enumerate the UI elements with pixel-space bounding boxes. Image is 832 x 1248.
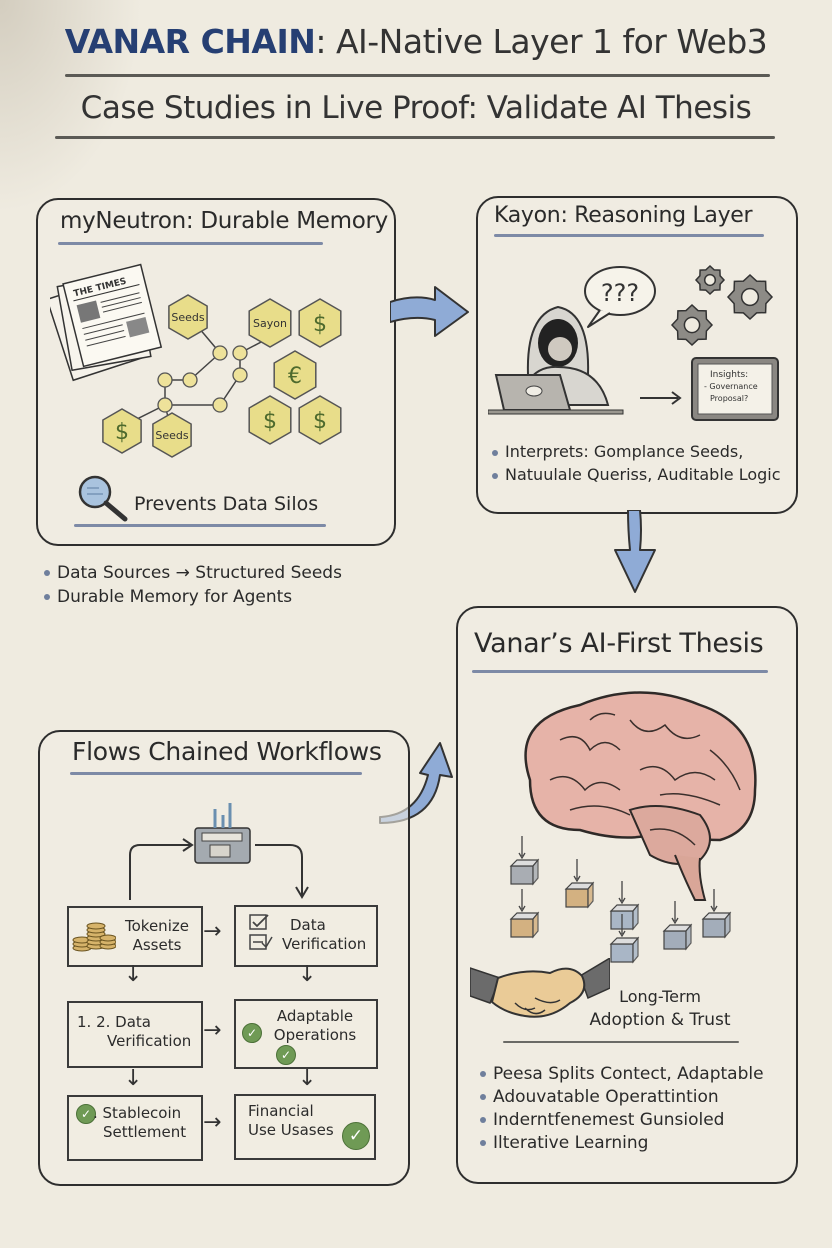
thesis-title: Vanar’s AI-First Thesis <box>474 628 764 659</box>
seed-hexagon-label: $ <box>115 420 129 445</box>
bullet-item: Ilterative Learning <box>480 1132 764 1155</box>
thesis-title-underline <box>472 670 768 673</box>
data-cube <box>609 914 640 964</box>
bullet-item: Inderntfenemest Gunsioled <box>480 1109 764 1132</box>
check-icon: ✓ <box>342 1122 370 1150</box>
myneutron-title-underline <box>58 242 323 245</box>
handshake-icon <box>470 958 610 1018</box>
title-rest: : AI-Native Layer 1 for Web3 <box>315 22 768 61</box>
seed-hexagons: Seeds Sayon $ € $ $ $ Seeds <box>102 294 342 458</box>
data-cube <box>662 901 693 951</box>
bullet-item: Durable Memory for Agents <box>44 585 342 609</box>
gears-icon <box>670 264 774 347</box>
seed-hexagon-label: $ <box>313 409 327 434</box>
arrow-right-icon <box>390 286 469 337</box>
kayon-bullets: Interprets: Gomplance Seeds, Natuulale Q… <box>492 440 781 486</box>
flow-connectors <box>129 803 309 900</box>
caption-underline <box>74 524 326 527</box>
network-nodes <box>157 345 248 413</box>
data-cube <box>509 889 540 939</box>
seed-hexagon <box>248 395 292 445</box>
title-divider <box>65 74 770 77</box>
coins-icon <box>72 922 116 952</box>
flow-arrow-right: → <box>203 919 222 944</box>
data-cube <box>509 836 540 886</box>
check-icon: ✓ <box>76 1104 96 1124</box>
seed-hexagon <box>168 294 208 340</box>
seed-hexagon-label: € <box>288 364 302 389</box>
reasoning-illustration: ??? Insights: - Governance Proposal? <box>488 264 779 421</box>
bullet-item: Interprets: Gomplance Seeds, <box>492 440 781 463</box>
memory-seeds-illustration: THE TIMES Seeds Sayon $ € $ $ $ Seeds <box>50 263 342 458</box>
flow-arrow-down: ↓ <box>124 1066 143 1091</box>
seed-hexagon-label: $ <box>313 312 327 337</box>
svg-text:- Governance: - Governance <box>704 382 758 391</box>
myneutron-bullets: Data Sources → Structured Seeds Durable … <box>44 561 342 609</box>
seed-hexagon-label: Sayon <box>253 317 287 330</box>
bullet-item: Natuulale Queriss, Auditable Logic <box>492 463 781 486</box>
handshake-caption-line2: Adoption & Trust <box>589 1010 731 1030</box>
check-icon: ✓ <box>276 1045 296 1065</box>
gear-hole <box>740 287 760 307</box>
handshake-caption-line1: Long-Term <box>619 987 701 1006</box>
brand-name: VANAR CHAIN <box>64 22 316 61</box>
flow-arrow-down: ↓ <box>298 962 317 987</box>
magnifier-icon <box>78 475 128 522</box>
seed-hexagon <box>102 408 142 454</box>
flows-title-underline <box>70 772 362 775</box>
svg-text:Proposal?: Proposal? <box>710 394 748 403</box>
thesis-bullets: Peesa Splits Contect, Adaptable Adouvata… <box>480 1063 764 1155</box>
gear-hole <box>683 316 701 334</box>
subtitle-divider <box>55 136 775 139</box>
svg-text:???: ??? <box>601 279 639 307</box>
flow-arrow-right: → <box>203 1018 222 1043</box>
svg-text:Insights:: Insights: <box>710 370 748 380</box>
insights-screen-icon: Insights: - Governance Proposal? <box>691 357 779 421</box>
seed-hexagon <box>298 298 342 348</box>
seed-hexagon-label: $ <box>263 409 277 434</box>
data-cube <box>701 889 732 939</box>
main-title: VANAR CHAIN: AI-Native Layer 1 for Web3 <box>0 22 832 61</box>
kayon-title-underline <box>494 234 764 237</box>
flows-title: Flows Chained Workflows <box>72 737 382 766</box>
arrow-down-icon <box>614 510 656 593</box>
speech-bubble-icon: ??? <box>584 266 656 328</box>
thesis-divider <box>503 1041 739 1043</box>
brain-icon <box>524 691 757 901</box>
brain-illustration <box>509 691 757 964</box>
bullet-item: Data Sources → Structured Seeds <box>44 561 342 585</box>
seed-hexagon <box>248 298 292 348</box>
data-cubes <box>509 836 732 964</box>
flow-arrow-right: → <box>203 1110 222 1135</box>
bullet-item: Peesa Splits Contect, Adaptable <box>480 1063 764 1086</box>
checklist-icon <box>249 914 273 950</box>
seed-hexagon <box>298 395 342 445</box>
machine-icon <box>194 803 251 864</box>
kayon-title: Kayon: Reasoning Layer <box>494 203 753 228</box>
data-cube <box>564 859 595 909</box>
subtitle: Case Studies in Live Proof: Validate AI … <box>80 90 752 126</box>
newspaper-icon: THE TIMES <box>50 263 163 382</box>
laptop-icon <box>488 374 624 415</box>
bullet-item: Adouvatable Operattintion <box>480 1086 764 1109</box>
check-icon: ✓ <box>242 1023 262 1043</box>
seed-hexagon <box>152 412 192 458</box>
gear-hole <box>703 273 717 287</box>
flow-arrow-down: ↓ <box>298 1066 317 1091</box>
flow-arrow-down: ↓ <box>124 962 143 987</box>
data-cube <box>609 881 640 931</box>
seed-hexagon-label: Seeds <box>155 429 189 442</box>
seed-hexagon <box>273 350 317 400</box>
myneutron-title: myNeutron: Durable Memory <box>60 208 388 234</box>
prevents-silos-caption: Prevents Data Silos <box>134 493 319 515</box>
seed-hexagon-label: Seeds <box>171 311 205 324</box>
